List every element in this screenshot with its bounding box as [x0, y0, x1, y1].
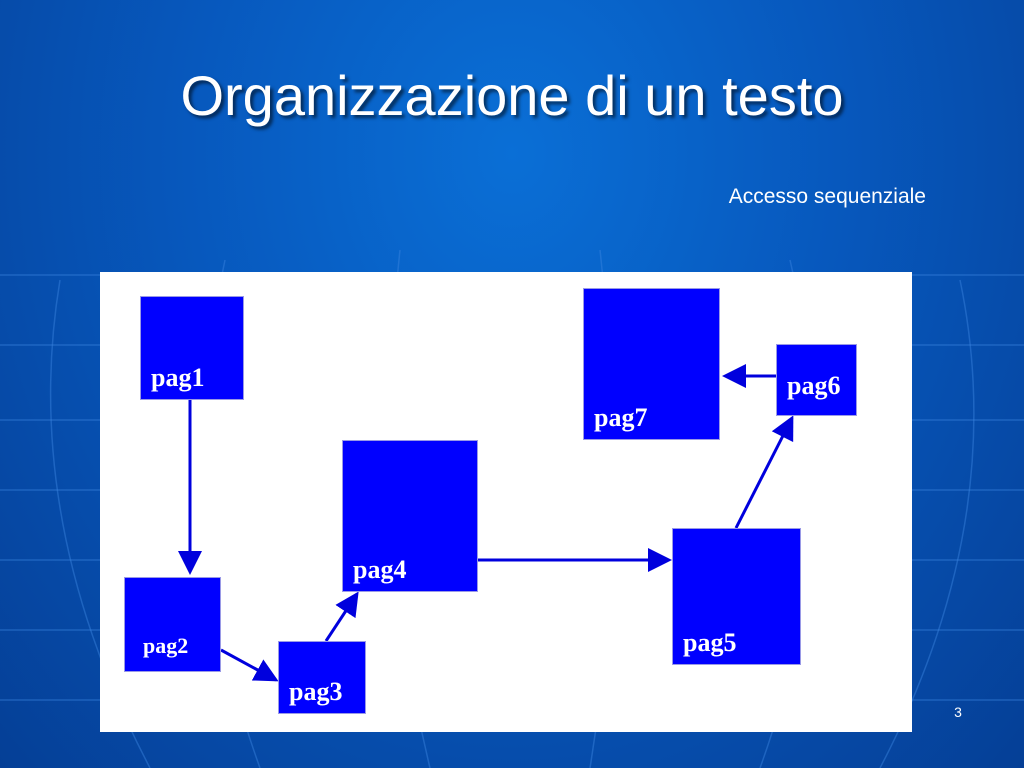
page-label: pag7	[594, 403, 648, 432]
arrow-pag5-pag6	[734, 415, 794, 529]
page-box-pag2: pag2	[124, 577, 221, 672]
page-label: pag5	[683, 628, 737, 657]
page-box-pag7: pag7	[583, 288, 720, 440]
page-box-pag6: pag6	[776, 344, 857, 416]
page-label: pag3	[289, 677, 343, 706]
page-box-pag5: pag5	[672, 528, 801, 665]
page-box-pag4: pag4	[342, 440, 478, 592]
diagram-panel: pag1 pag2 pag3 pag4 pag5 pag6 pag7	[100, 272, 912, 732]
arrow-pag2-pag3	[220, 648, 279, 682]
arrow-pag3-pag4	[324, 591, 359, 642]
slide-subtitle: Accesso sequenziale	[728, 185, 926, 208]
diagram-arrows	[178, 364, 794, 682]
page-label: pag4	[353, 555, 407, 584]
page-label: pag1	[151, 363, 205, 392]
page-label: pag6	[787, 371, 841, 400]
slide-title: Organizzazione di un testo	[180, 64, 844, 127]
slide-number: 3	[954, 704, 962, 720]
page-label: pag2	[143, 633, 189, 658]
page-box-pag3: pag3	[278, 641, 366, 714]
page-box-pag1: pag1	[140, 296, 244, 400]
